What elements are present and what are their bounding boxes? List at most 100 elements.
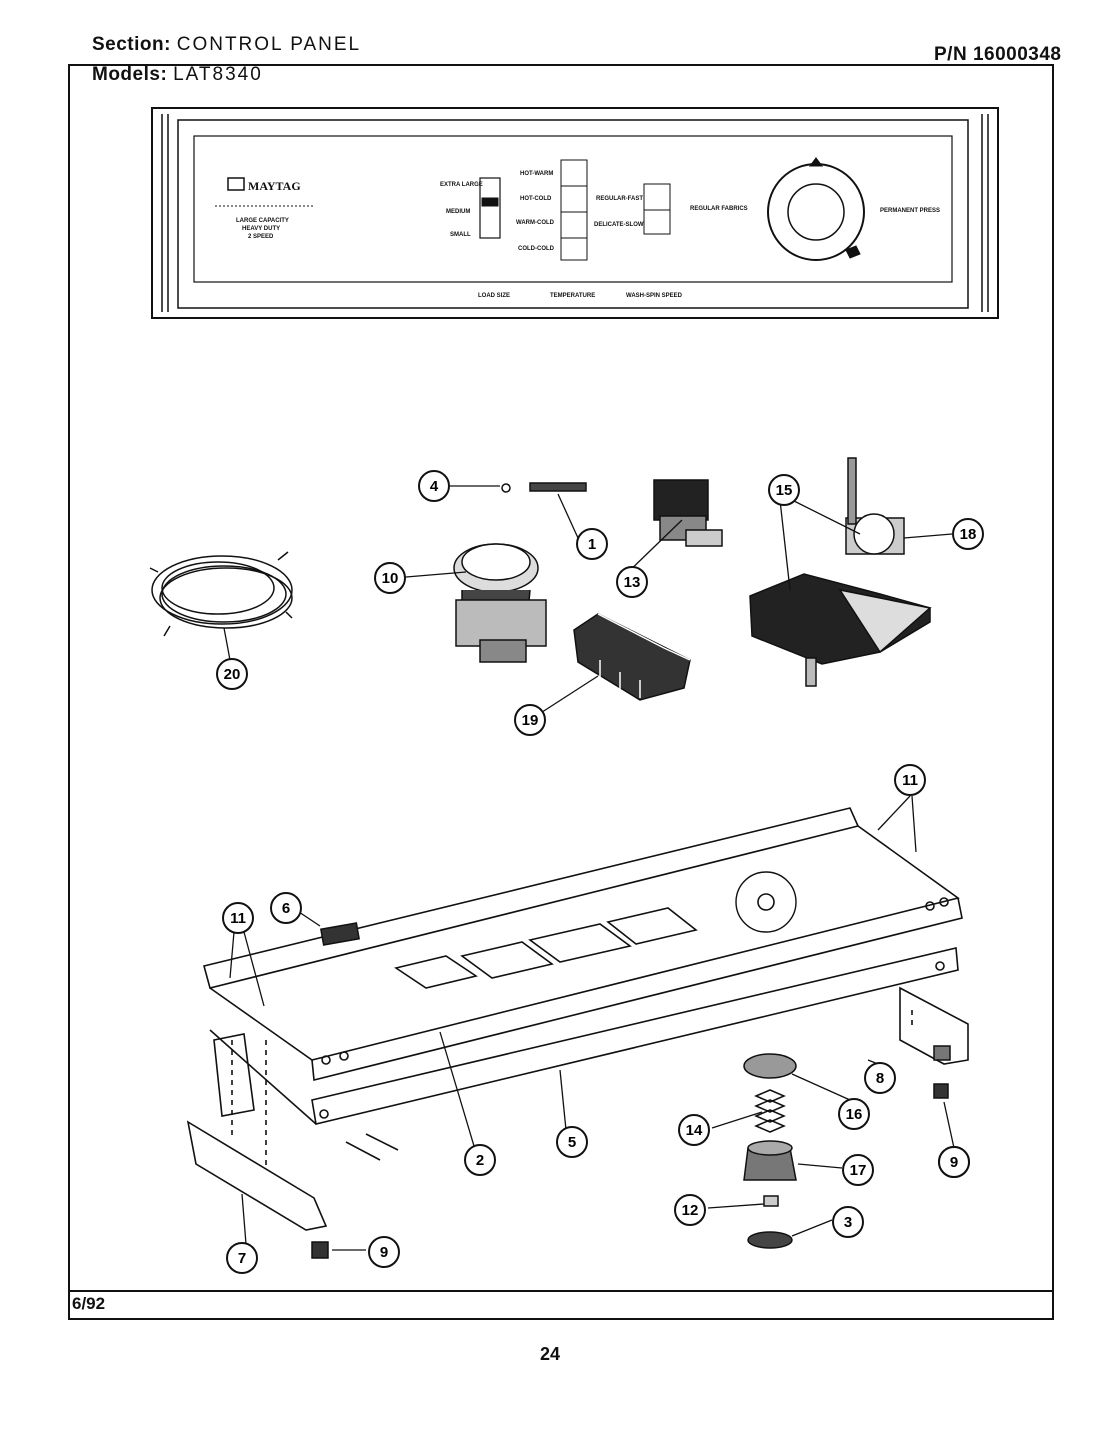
callout-circle bbox=[768, 474, 800, 506]
callout-number: 6 bbox=[282, 900, 290, 917]
callout-12: 12 bbox=[674, 1194, 706, 1226]
callout-number: 1 bbox=[588, 536, 596, 553]
callout-circle bbox=[894, 764, 926, 796]
cam-clip-part bbox=[320, 922, 360, 946]
callout-11: 11 bbox=[222, 902, 254, 934]
panel-label-load-size: LOAD SIZE bbox=[478, 293, 510, 299]
callout-19: 19 bbox=[514, 704, 546, 736]
timer-knob-part bbox=[453, 543, 547, 663]
section-heading: Section: CONTROL PANEL bbox=[92, 34, 361, 56]
dial-regular-fabrics: REGULAR FABRICS bbox=[690, 206, 748, 212]
callout-15: 15 bbox=[768, 474, 800, 506]
callout-20: 20 bbox=[216, 658, 248, 690]
callout-13: 13 bbox=[616, 566, 648, 598]
callout-number: 9 bbox=[950, 1154, 958, 1171]
speed-delicate-slow: DELICATE-SLOW bbox=[594, 222, 644, 228]
page-number: 24 bbox=[540, 1344, 561, 1364]
callout-circle bbox=[678, 1114, 710, 1146]
callout-6: 6 bbox=[270, 892, 302, 924]
section-value: CONTROL PANEL bbox=[176, 34, 362, 55]
callout-circle bbox=[952, 518, 984, 550]
callout-circle bbox=[216, 658, 248, 690]
callout-circle bbox=[938, 1146, 970, 1178]
callout-18: 18 bbox=[952, 518, 984, 550]
timer-motor-part bbox=[749, 457, 932, 687]
callout-number: 10 bbox=[382, 570, 399, 587]
callout-9: 9 bbox=[368, 1236, 400, 1268]
callout-number: 14 bbox=[686, 1122, 703, 1139]
console-bracket-assembly bbox=[186, 807, 969, 1231]
callout-circle bbox=[270, 892, 302, 924]
callout-number: 5 bbox=[568, 1134, 576, 1151]
callout-14: 14 bbox=[678, 1114, 710, 1146]
callout-number: 17 bbox=[850, 1162, 867, 1179]
callout-number: 11 bbox=[230, 910, 246, 927]
callout-circle bbox=[616, 566, 648, 598]
model-desc-line-1: LARGE CAPACITY bbox=[236, 218, 289, 224]
callout-number: 3 bbox=[844, 1214, 852, 1231]
callout-number: 12 bbox=[682, 1202, 699, 1219]
model-desc-line-2: HEAVY DUTY bbox=[242, 226, 280, 232]
diagram-frame bbox=[68, 64, 1054, 1320]
pin-and-spring-part bbox=[501, 482, 587, 493]
model-desc-line-3: 2 SPEED bbox=[248, 234, 274, 240]
callout-number: 19 bbox=[522, 712, 539, 729]
callout-circle bbox=[576, 528, 608, 560]
section-label: Section: bbox=[92, 34, 171, 55]
callout-11: 11 bbox=[894, 764, 926, 796]
load-size-medium: MEDIUM bbox=[446, 209, 470, 215]
callout-number: 11 bbox=[902, 772, 918, 789]
footer-divider bbox=[68, 1290, 1054, 1292]
callout-number: 9 bbox=[380, 1244, 388, 1261]
switch-block-part bbox=[573, 613, 691, 701]
callout-circle bbox=[842, 1154, 874, 1186]
temp-hot-warm: HOT-WARM bbox=[520, 171, 553, 177]
callout-number: 8 bbox=[876, 1070, 884, 1087]
callout-number: 2 bbox=[476, 1152, 484, 1169]
callout-4: 4 bbox=[418, 470, 450, 502]
callout-layer: 12345678999101111121314151617181920 bbox=[216, 470, 984, 1274]
callout-circle bbox=[418, 470, 450, 502]
callout-circle bbox=[464, 1144, 496, 1176]
load-size-extra-large: EXTRA LARGE bbox=[440, 182, 483, 188]
valve-switch-part bbox=[653, 479, 723, 547]
pn-label: P/N bbox=[934, 44, 968, 65]
panel-label-speed: WASH-SPIN SPEED bbox=[626, 293, 683, 299]
callout-8: 8 bbox=[864, 1062, 896, 1094]
wire-harness-part bbox=[149, 551, 293, 637]
leader-lines bbox=[223, 485, 955, 1251]
callout-3: 3 bbox=[832, 1206, 864, 1238]
models-value: LAT8340 bbox=[173, 64, 263, 85]
callout-circle bbox=[838, 1098, 870, 1130]
models-heading: Models: LAT8340 bbox=[92, 64, 263, 86]
callout-number: 16 bbox=[846, 1106, 863, 1123]
callout-circle bbox=[368, 1236, 400, 1268]
callout-number: 13 bbox=[624, 574, 641, 591]
callout-circle bbox=[226, 1242, 258, 1274]
callout-1: 1 bbox=[576, 528, 608, 560]
revision-date: 6/92 bbox=[72, 1294, 106, 1313]
models-label: Models: bbox=[92, 64, 168, 85]
callout-circle bbox=[832, 1206, 864, 1238]
control-panel-labels: LARGE CAPACITY HEAVY DUTY 2 SPEED EXTRA … bbox=[236, 171, 940, 299]
part-number: P/N 16000348 bbox=[934, 44, 1062, 66]
panel-label-temperature: TEMPERATURE bbox=[550, 293, 595, 299]
callout-number: 7 bbox=[238, 1250, 246, 1267]
temp-warm-cold: WARM-COLD bbox=[516, 220, 555, 226]
callout-circle bbox=[864, 1062, 896, 1094]
callout-number: 15 bbox=[776, 482, 793, 499]
callout-circle bbox=[374, 562, 406, 594]
callout-number: 4 bbox=[430, 478, 439, 495]
callout-17: 17 bbox=[842, 1154, 874, 1186]
callout-9: 9 bbox=[938, 1146, 970, 1178]
callout-7: 7 bbox=[226, 1242, 258, 1274]
temp-cold-cold: COLD-COLD bbox=[518, 246, 555, 252]
callout-2: 2 bbox=[464, 1144, 496, 1176]
callout-10: 10 bbox=[374, 562, 406, 594]
pn-value: 16000348 bbox=[972, 44, 1062, 65]
dial-permanent-press: PERMANENT PRESS bbox=[880, 208, 940, 214]
callout-circle bbox=[222, 902, 254, 934]
load-size-small: SMALL bbox=[450, 232, 471, 238]
control-panel-illustration: MAYTAG bbox=[151, 107, 999, 319]
